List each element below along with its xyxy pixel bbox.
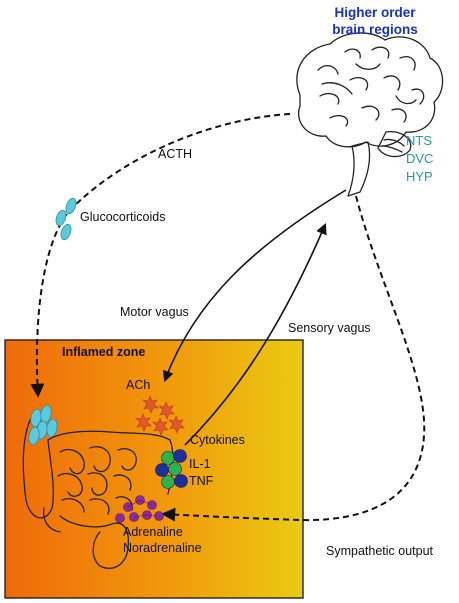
il1-label: IL-1 <box>189 457 211 471</box>
noradrenaline-label: Noradrenaline <box>123 541 202 555</box>
brain-icon <box>296 32 444 197</box>
glucocorticoid-icon <box>55 197 77 241</box>
glucocorticoids-label: Glucocorticoids <box>80 210 165 224</box>
nucleus-dvc: DVC <box>406 151 433 166</box>
motor-vagus-arrow <box>162 189 347 383</box>
nucleus-hyp: HYP <box>406 169 433 184</box>
gut-glucocorticoid-cluster-icon <box>28 404 58 446</box>
acth-label: ACTH <box>158 147 192 161</box>
adrenaline-label: Adrenaline <box>123 525 183 539</box>
inflamed-zone-box <box>4 339 304 599</box>
inflamed-zone-title: Inflamed zone <box>62 345 145 359</box>
ach-star-cluster-icon <box>135 395 185 436</box>
brain-title-line2: brain regions <box>332 22 418 37</box>
cytokines-label: Cytokines <box>190 433 245 447</box>
intestine-icon <box>22 419 174 569</box>
brain-title-line1: Higher order <box>334 5 416 20</box>
sensory-vagus-arrow <box>184 222 327 446</box>
sensory-vagus-label: Sensory vagus <box>288 321 371 335</box>
motor-vagus-label: Motor vagus <box>120 305 189 319</box>
sympathetic-output-arrow <box>161 195 426 522</box>
nucleus-nts: NTS <box>406 133 432 148</box>
tnf-label: TNF <box>189 474 214 488</box>
ach-label: ACh <box>126 378 150 392</box>
catecholamine-cluster-icon <box>115 495 164 523</box>
cytokine-cluster-icon <box>155 449 188 489</box>
sympathetic-output-label: Sympathetic output <box>326 544 434 558</box>
